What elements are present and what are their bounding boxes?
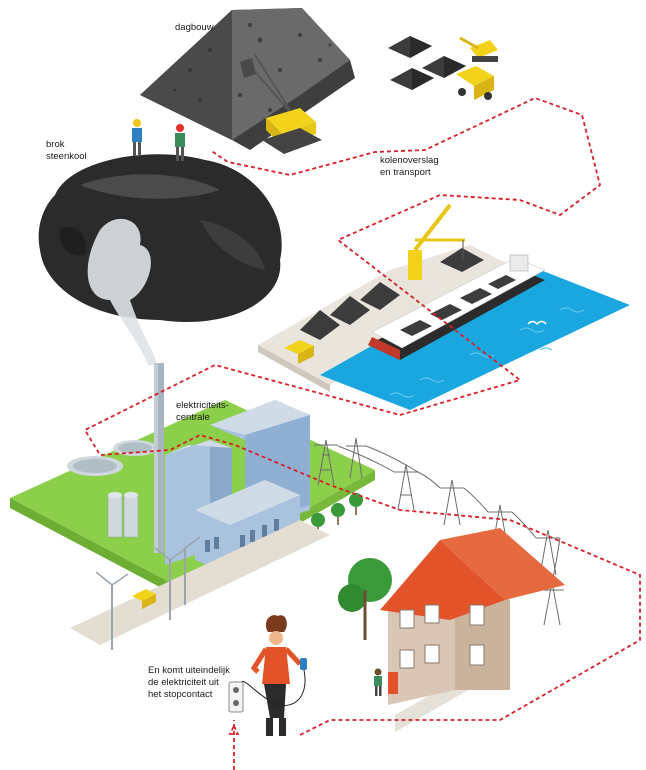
seagull-icon — [527, 320, 547, 326]
label-dagbouw-text: dagbouw — [175, 22, 214, 33]
power-socket — [228, 681, 244, 713]
garden-tree — [338, 558, 392, 640]
label-transport-line2: en transport — [380, 167, 431, 178]
chimney — [154, 363, 164, 553]
wind-turbines — [95, 536, 201, 650]
cargo-ship — [368, 254, 546, 360]
miners — [132, 119, 185, 161]
label-stopcontact: En komt uiteindelijk de elektriciteit ui… — [148, 665, 230, 701]
house — [338, 528, 565, 732]
label-dagbouw: dagbouw — [175, 22, 214, 34]
label-stop-line1: En komt uiteindelijk — [148, 665, 230, 676]
harbour-crane — [408, 203, 465, 280]
harbour — [258, 203, 630, 410]
label-stop-line2: de elektriciteit uit — [148, 677, 219, 688]
yellow-excavator — [240, 54, 322, 154]
road-truck — [132, 589, 156, 609]
woman-with-plug — [239, 615, 307, 736]
energy-route-line — [83, 97, 641, 770]
road — [70, 520, 330, 645]
label-brok-line2: steenkool — [46, 151, 87, 162]
label-brok-steenkool: brok steenkool — [46, 139, 87, 163]
storage-tanks — [107, 492, 139, 538]
quay-truck — [284, 340, 314, 364]
label-centrale-line2: centrale — [176, 412, 210, 423]
label-stop-line3: het stopcontact — [148, 689, 213, 700]
label-brok-line1: brok — [46, 139, 65, 150]
open-pit-mine — [140, 8, 355, 154]
label-centrale-line1: elektriciteits- — [176, 400, 229, 411]
child — [374, 668, 382, 696]
label-elektriciteitscentrale: elektriciteits- centrale — [176, 400, 229, 424]
power-station — [10, 363, 375, 595]
dump-truck — [456, 66, 494, 100]
coal-stockpiles — [388, 36, 498, 100]
power-pylons — [314, 437, 564, 626]
coal-chunk — [38, 154, 282, 365]
label-kolenoverslag: kolenoverslag en transport — [380, 155, 439, 179]
label-transport-line1: kolenoverslag — [380, 155, 439, 166]
small-excavator — [459, 36, 498, 62]
